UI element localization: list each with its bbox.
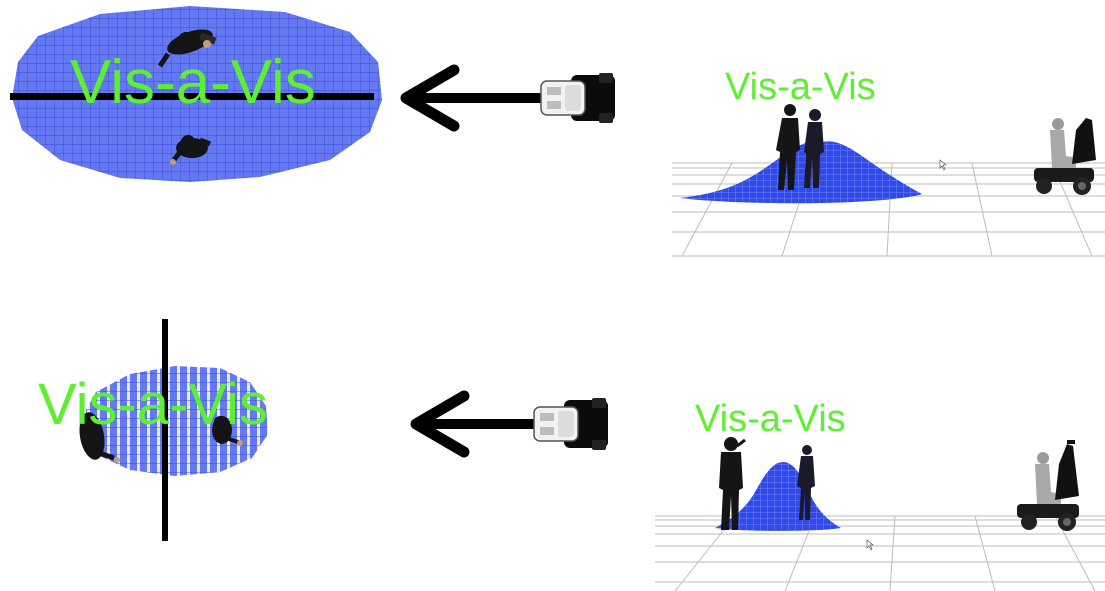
wheelchair-robot-topview-icon	[528, 398, 610, 450]
wheelchair-robot-topview-icon	[535, 73, 617, 123]
panel-label: Vis-a-Vis	[38, 376, 268, 434]
wheelchair-user-icon	[1034, 118, 1096, 195]
top-left-topview-panel: Vis-a-Vis	[0, 0, 390, 200]
bottom-left-topview-panel: Vis-a-Vis	[0, 310, 390, 550]
top-right-3dview-panel: Vis-a-Vis	[672, 60, 1105, 260]
panel-label: Vis-a-Vis	[70, 52, 316, 114]
panel-label: Vis-a-Vis	[725, 68, 876, 106]
panel-label: Vis-a-Vis	[695, 400, 846, 438]
bottom-right-3dview-panel: Vis-a-Vis	[655, 392, 1105, 591]
left-arrow-icon	[392, 62, 552, 134]
mouse-cursor-icon	[867, 540, 873, 550]
wheelchair-user-icon	[1017, 440, 1079, 531]
proxemic-zone-3d	[680, 141, 922, 203]
